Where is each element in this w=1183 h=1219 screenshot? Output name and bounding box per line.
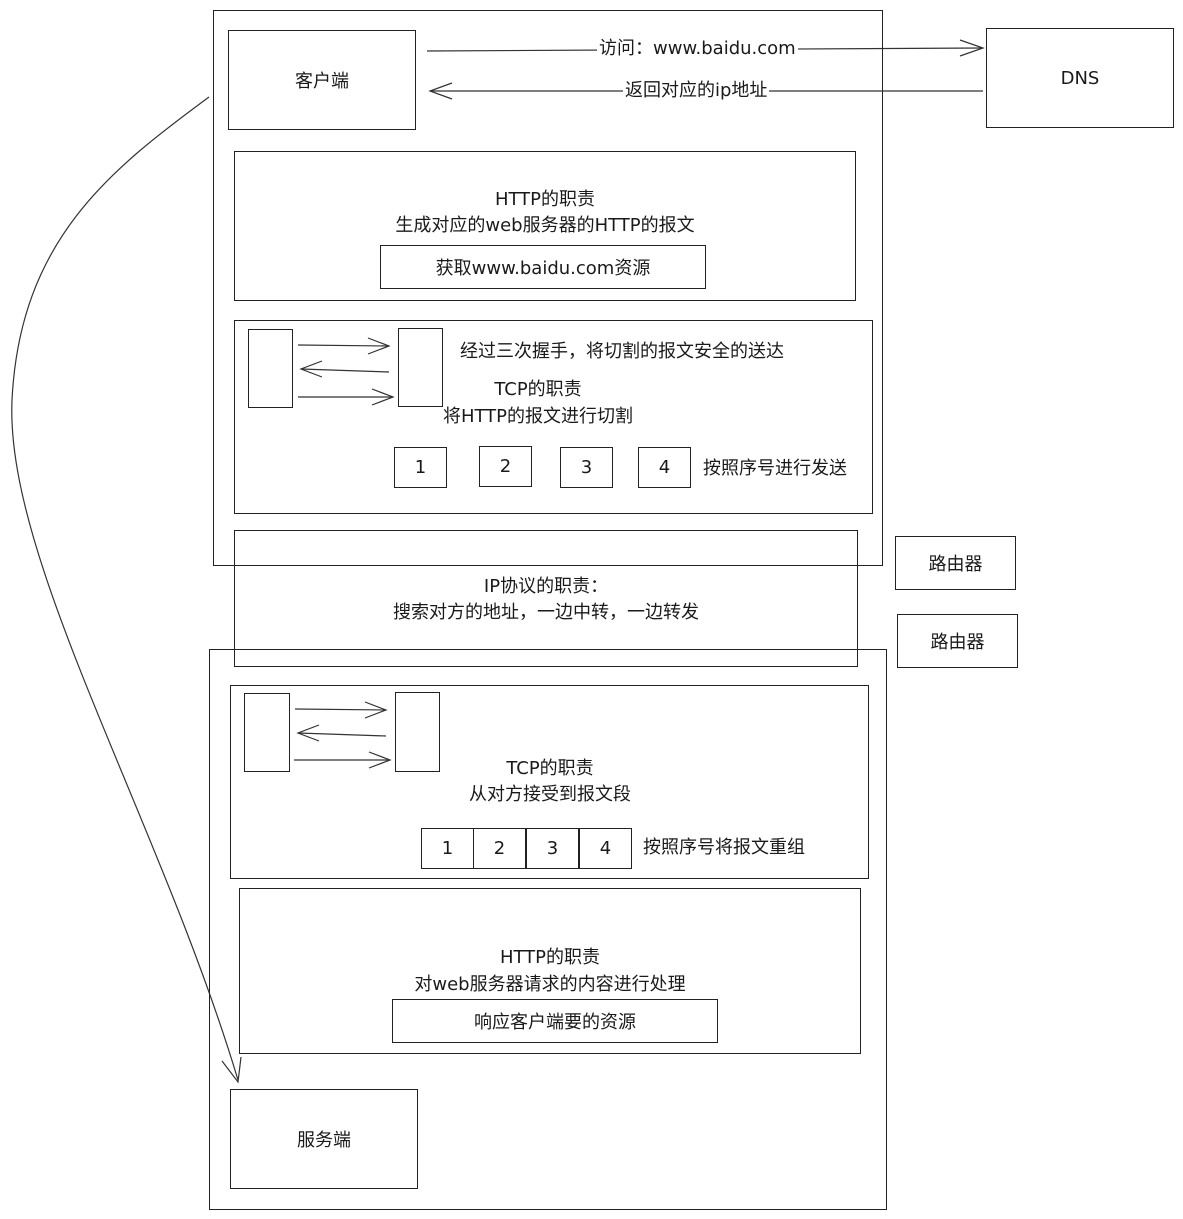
client-handshake-label: 经过三次握手，将切割的报文安全的送达 (460, 341, 784, 362)
server-tcp-sender-block (244, 693, 290, 772)
client-container (213, 10, 883, 566)
client-box: 客户端 (228, 30, 416, 130)
server-reassemble-label: 按照序号将报文重组 (643, 837, 805, 858)
server-tcp-section (230, 685, 869, 879)
ip-section: IP协议的职责： 搜索对方的地址，一边中转，一边转发 (234, 530, 858, 667)
server-tcp-title: TCP的职责 (506, 758, 594, 779)
visit-arrow-head (959, 39, 985, 57)
server-response-box: 响应客户端要的资源 (392, 999, 718, 1043)
server-tcp-desc: 从对方接受到报文段 (469, 784, 631, 805)
server-http-title: HTTP的职责 (499, 947, 601, 968)
client-tcp-title: TCP的职责 (494, 379, 582, 400)
server-http-desc: 对web服务器请求的内容进行处理 (414, 974, 686, 995)
client-segment-1: 1 (394, 447, 447, 488)
router-box-2: 路由器 (897, 614, 1018, 668)
client-segment-3: 3 (560, 447, 613, 488)
client-resource-label: 获取www.baidu.com资源 (435, 258, 651, 279)
server-http-section: HTTP的职责 对web服务器请求的内容进行处理 (239, 888, 861, 1054)
server-segment-1: 1 (421, 828, 474, 869)
server-segment-3: 3 (526, 828, 579, 869)
client-segment-2: 2 (479, 446, 532, 487)
ip-desc: 搜索对方的地址，一边中转，一边转发 (393, 602, 699, 623)
ip-title: IP协议的职责： (483, 576, 609, 597)
server-container (209, 649, 887, 1210)
client-resource-box: 获取www.baidu.com资源 (380, 245, 706, 289)
server-tcp-receiver-block (395, 692, 440, 772)
client-send-label: 按照序号进行发送 (703, 458, 847, 479)
dns-box: DNS (986, 28, 1174, 128)
client-label: 客户端 (295, 71, 349, 92)
server-box: 服务端 (230, 1089, 418, 1189)
server-response-label: 响应客户端要的资源 (474, 1012, 636, 1033)
dns-label: DNS (1060, 67, 1100, 89)
client-tcp-receiver-block (398, 328, 443, 407)
client-http-desc: 生成对应的web服务器的HTTP的报文 (395, 215, 695, 236)
client-http-section: HTTP的职责 生成对应的web服务器的HTTP的报文 (234, 151, 856, 301)
client-http-title: HTTP的职责 (494, 189, 596, 210)
router-box-1: 路由器 (895, 536, 1016, 590)
client-tcp-section (234, 320, 873, 514)
client-to-server-curve (11, 96, 239, 1081)
visit-label: 访问：www.baidu.com (597, 38, 798, 59)
client-segment-4: 4 (638, 447, 691, 488)
return-label: 返回对应的ip地址 (623, 80, 770, 101)
server-segment-2: 2 (473, 828, 526, 869)
server-segment-4: 4 (579, 828, 632, 869)
server-label: 服务端 (297, 1130, 351, 1151)
client-tcp-desc: 将HTTP的报文进行切割 (442, 406, 634, 427)
client-tcp-sender-block (248, 329, 293, 408)
